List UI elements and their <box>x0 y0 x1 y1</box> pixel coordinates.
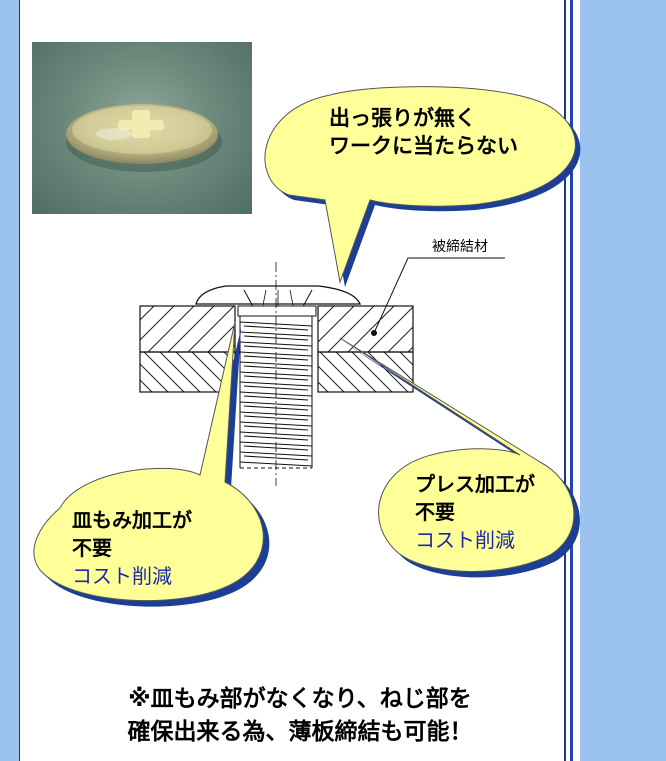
footer-line2: 確保出来る為、薄板締結も可能！ <box>127 719 473 745</box>
screw-photo-drawing <box>66 104 222 172</box>
callout-left-line1: 皿もみ加工が <box>72 508 192 532</box>
lower-plate-right <box>317 351 414 393</box>
callout-right-text: プレス加工が 不要 コスト削減 <box>415 470 535 554</box>
callout-right-line1: プレス加工が <box>415 472 535 496</box>
callout-top-text: 出っ張りが無く ワークに当たらない <box>329 104 518 160</box>
callout-left <box>33 321 270 607</box>
callout-left-line2: 不要 <box>72 536 112 560</box>
callout-left-text: 皿もみ加工が 不要 コスト削減 <box>72 506 192 590</box>
callout-top-line2: ワークに当たらない <box>329 134 518 158</box>
lower-plate-left <box>139 351 236 393</box>
callout-top <box>264 86 581 287</box>
panel-edge-line <box>564 0 566 761</box>
callout-right-note: コスト削減 <box>415 528 515 552</box>
callout-right <box>339 337 580 578</box>
upper-plate-left <box>139 305 236 353</box>
callout-right-line2: 不要 <box>415 500 455 524</box>
right-blue-margin <box>580 0 666 761</box>
callout-top-line1: 出っ張りが無く <box>329 106 476 130</box>
upper-plate-right <box>317 305 414 353</box>
left-blue-margin <box>0 0 19 761</box>
screw-photo <box>32 42 252 214</box>
footer-line1: ※皿もみ部がなくなり、ねじ部を <box>128 686 472 712</box>
fastened-material-label: 被締結材 <box>432 239 488 255</box>
panel-edge-line-blue <box>570 0 573 761</box>
footer-note: ※皿もみ部がなくなり、ねじ部を 確保出来る為、薄板締結も可能！ <box>40 683 560 749</box>
material-leader <box>373 257 505 334</box>
callout-left-note: コスト削減 <box>72 564 172 588</box>
